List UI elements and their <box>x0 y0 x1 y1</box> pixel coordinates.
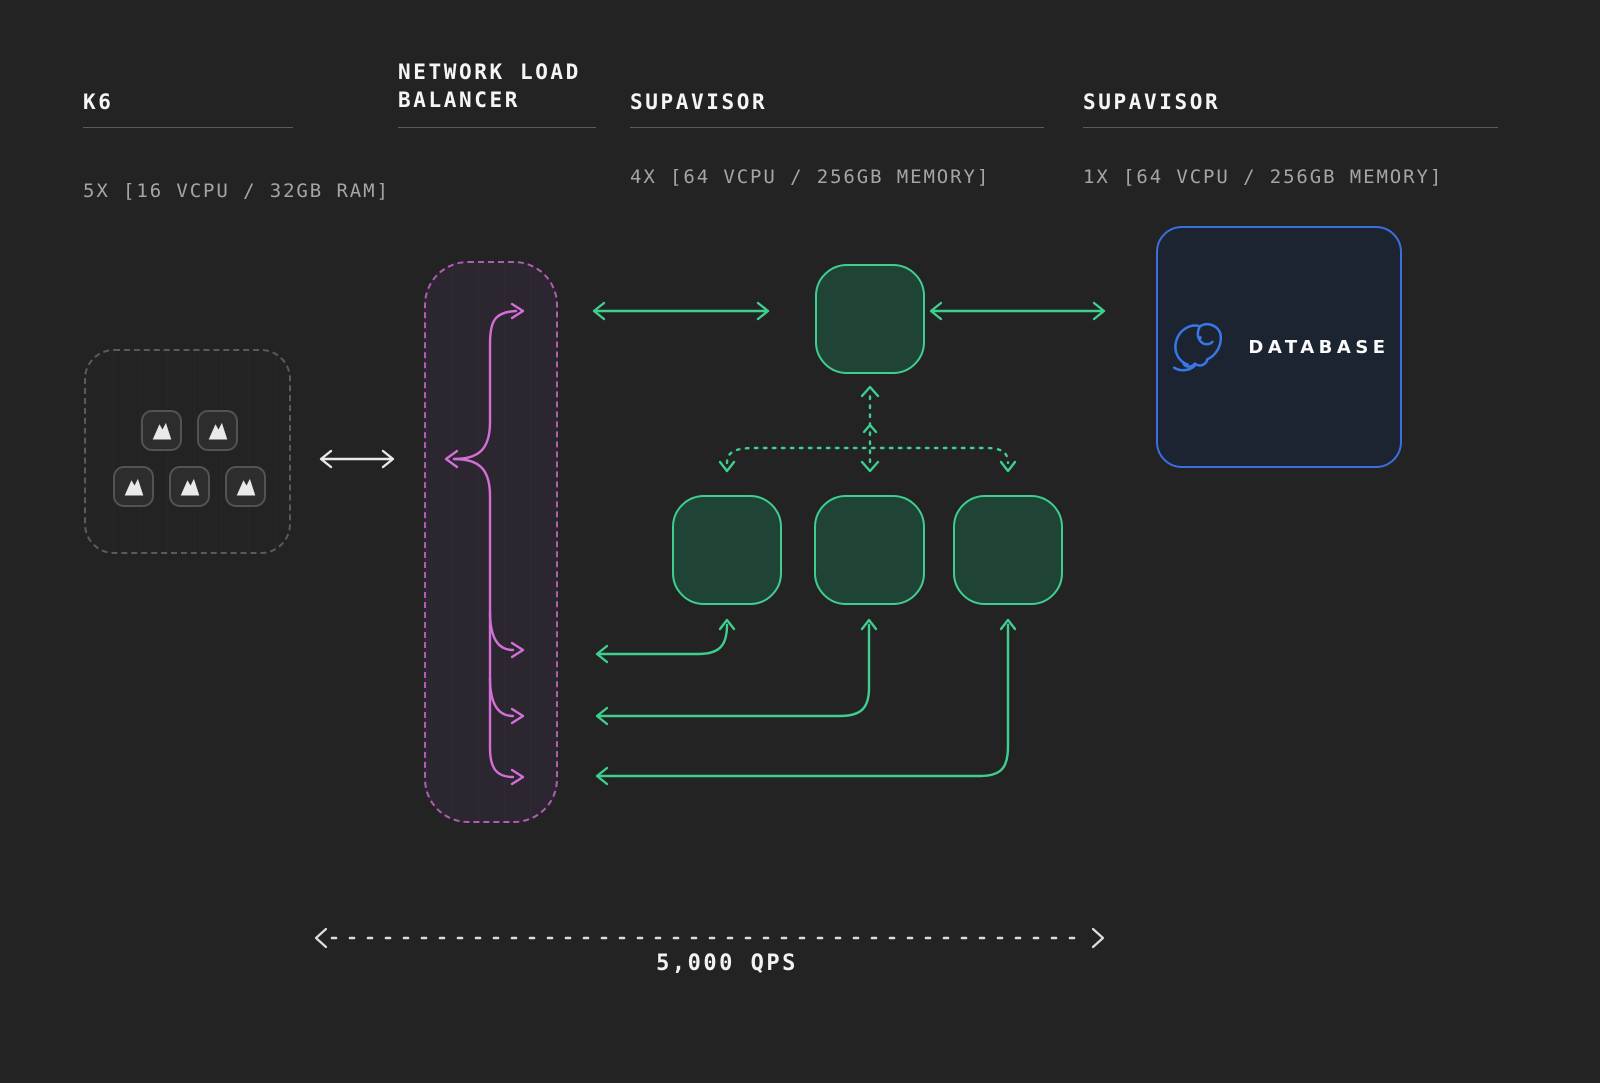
k6-instance-icon <box>225 466 266 507</box>
column-title-supavisor-pool: SUPAVISOR <box>630 90 768 114</box>
k6-instance-icon <box>169 466 210 507</box>
column-title-network-load-balancer: NETWORK LOAD BALANCER <box>398 60 597 112</box>
postgres-elephant-icon <box>1173 323 1223 372</box>
arrow-k6-nlb <box>319 449 395 469</box>
column-subtitle-k6: 5X [16 VCPU / 32GB RAM] <box>83 180 390 202</box>
supavisor-node-2 <box>814 495 925 605</box>
column-subtitle-supavisor-pool: 4X [64 VCPU / 256GB MEMORY] <box>630 166 991 188</box>
k6-instance-icon <box>141 410 182 451</box>
mountain-icon <box>236 478 255 495</box>
column-title-k6: K6 <box>83 90 114 114</box>
mountain-icon <box>208 422 227 439</box>
green-arrows <box>592 301 1106 786</box>
nlb-fanout-arrows <box>444 302 525 786</box>
throughput-label: 5,000 QPS <box>656 951 798 976</box>
green-dashed-tree <box>718 385 1017 473</box>
database-label: DATABASE <box>1248 336 1390 358</box>
k6-instance-icon <box>113 466 154 507</box>
throughput-arrow <box>314 927 1105 949</box>
database-box: DATABASE <box>1156 226 1402 468</box>
column-rule-supavisor-db <box>1083 127 1498 128</box>
column-subtitle-supavisor-db: 1X [64 VCPU / 256GB MEMORY] <box>1083 166 1444 188</box>
k6-instance-icon <box>197 410 238 451</box>
column-rule-k6 <box>83 127 293 128</box>
mountain-icon <box>180 478 199 495</box>
column-title-supavisor-db: SUPAVISOR <box>1083 90 1221 114</box>
supavisor-node-primary <box>815 264 925 374</box>
k6-cluster-box <box>84 349 291 554</box>
supavisor-node-3 <box>953 495 1063 605</box>
supavisor-node-1 <box>672 495 782 605</box>
column-rule-supavisor-pool <box>630 127 1044 128</box>
mountain-icon <box>152 422 171 439</box>
mountain-icon <box>124 478 143 495</box>
column-rule-nlb <box>398 127 596 128</box>
